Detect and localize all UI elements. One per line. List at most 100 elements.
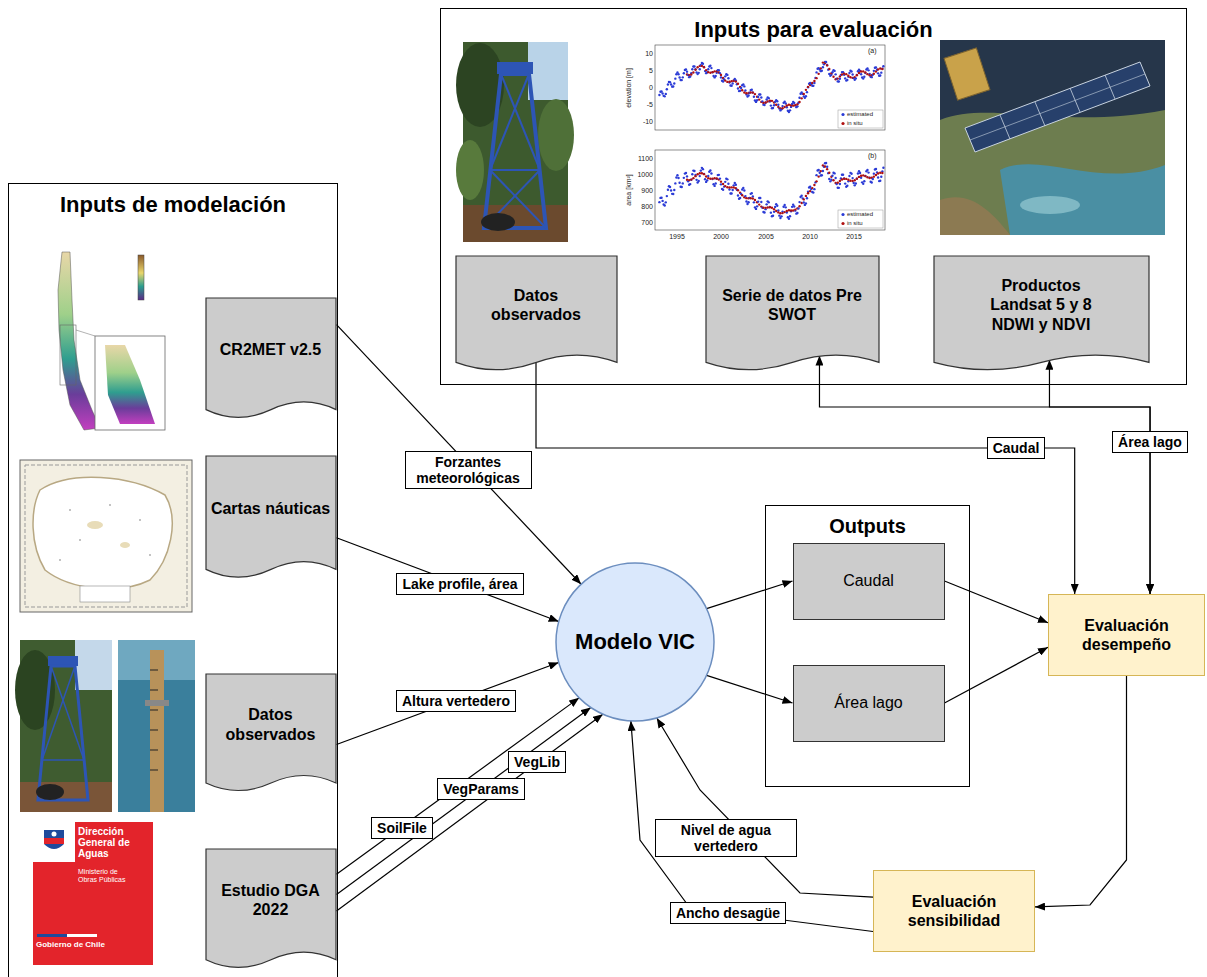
chart-dots <box>867 69 869 71</box>
chart-dots <box>817 175 819 177</box>
chart-dots <box>836 183 838 185</box>
chart-dots <box>787 110 789 112</box>
chart-dots <box>702 63 704 65</box>
chart-dots <box>705 175 707 177</box>
chart-dots <box>850 173 852 175</box>
chart-dots <box>760 101 762 103</box>
chart-dots <box>840 74 842 76</box>
chart-dots <box>726 74 728 76</box>
chart-dots <box>765 98 767 100</box>
chart-dots <box>789 109 791 111</box>
chart-dots <box>811 187 813 189</box>
satellite-image <box>1000 164 1165 235</box>
text-block: Evaluación sensibilidad <box>878 892 1030 930</box>
chart-dots <box>707 68 709 70</box>
chart-dots <box>681 186 683 188</box>
chart-dots <box>863 180 865 182</box>
chart-dots <box>661 92 663 94</box>
chart-dots <box>829 75 831 77</box>
chart-dots <box>793 205 795 207</box>
chart-dots <box>817 169 819 171</box>
chart-dots <box>694 69 696 71</box>
chart-dots <box>798 205 800 207</box>
chart-dots <box>747 92 749 94</box>
text-block: Área lago <box>834 693 903 712</box>
chart-dots <box>676 174 678 176</box>
chart-dots <box>862 77 864 79</box>
chart-dots <box>752 195 754 197</box>
chart-dots <box>864 72 866 74</box>
chart-dots <box>844 77 846 79</box>
chart-dots <box>838 187 840 189</box>
chart-dots <box>778 214 780 216</box>
node-label: CR2MET v2.5 <box>220 340 321 359</box>
chart-dots <box>751 89 753 91</box>
chart-dots <box>738 90 740 92</box>
chart-dots <box>763 211 765 213</box>
chart-dots <box>856 177 858 179</box>
chart-dots <box>876 69 878 71</box>
chart-dots <box>879 172 881 174</box>
chart-dots <box>845 79 847 81</box>
edge-label: Lake profile, área <box>396 573 523 595</box>
chart-dots <box>747 201 749 203</box>
chart-dots <box>822 164 824 166</box>
gauge-photo <box>118 640 195 812</box>
chile-map <box>58 252 100 430</box>
chart-dots <box>763 104 765 106</box>
chart-dots <box>774 101 776 103</box>
chart-dots <box>725 73 727 75</box>
chart-dots <box>866 73 868 75</box>
chart-dots <box>791 103 793 105</box>
chart-dots <box>858 176 860 178</box>
node-label: Datos observados <box>481 286 591 324</box>
chart-dots <box>666 195 668 197</box>
axis-tick: -5 <box>633 101 653 109</box>
chart-dots <box>841 178 843 180</box>
chart-dots <box>718 178 720 180</box>
chart-dots <box>809 190 811 192</box>
chart-dots <box>827 68 829 70</box>
chart-dots <box>856 74 858 76</box>
tower-photo <box>490 170 546 228</box>
chart-dots <box>687 180 689 182</box>
chart-dots <box>718 69 720 71</box>
chart-dots <box>775 104 777 106</box>
dga-logo <box>33 822 153 965</box>
chart-dots <box>812 85 814 87</box>
chart-dots <box>683 72 685 74</box>
edge-label: Altura vertedero <box>396 690 516 712</box>
chart-dots <box>751 192 753 194</box>
chart-dots <box>830 175 832 177</box>
nautical-chart <box>87 521 103 529</box>
chart-dots <box>861 181 863 183</box>
logo-text: Dirección General de Aguas <box>78 826 150 859</box>
station-photo <box>38 666 88 800</box>
chart-dots <box>665 201 667 203</box>
chart-dots <box>718 71 720 73</box>
chart-dots <box>782 102 784 104</box>
chart-dots <box>771 100 773 102</box>
chart-dots <box>764 208 766 210</box>
chart-dots <box>690 72 692 74</box>
chart-dots <box>874 168 876 170</box>
chart-dots <box>737 83 739 85</box>
chart-dots <box>879 180 881 182</box>
tower-photo <box>456 42 574 242</box>
chart-dots <box>714 75 716 77</box>
chart-dots <box>868 73 870 75</box>
node-label: Cartas náuticas <box>211 499 330 518</box>
chart-dots <box>805 195 807 197</box>
chart-dots <box>860 174 862 176</box>
chart-dots <box>750 91 752 93</box>
chart-dots <box>800 97 802 99</box>
chart-dots <box>819 68 821 70</box>
chart-dots <box>837 77 839 79</box>
axis-tick: 900 <box>633 187 653 195</box>
chart-dots <box>741 188 743 190</box>
chart-dots <box>781 107 783 109</box>
chart-dots <box>699 65 701 67</box>
chart-dots <box>825 61 827 63</box>
chart-dots <box>769 99 771 101</box>
